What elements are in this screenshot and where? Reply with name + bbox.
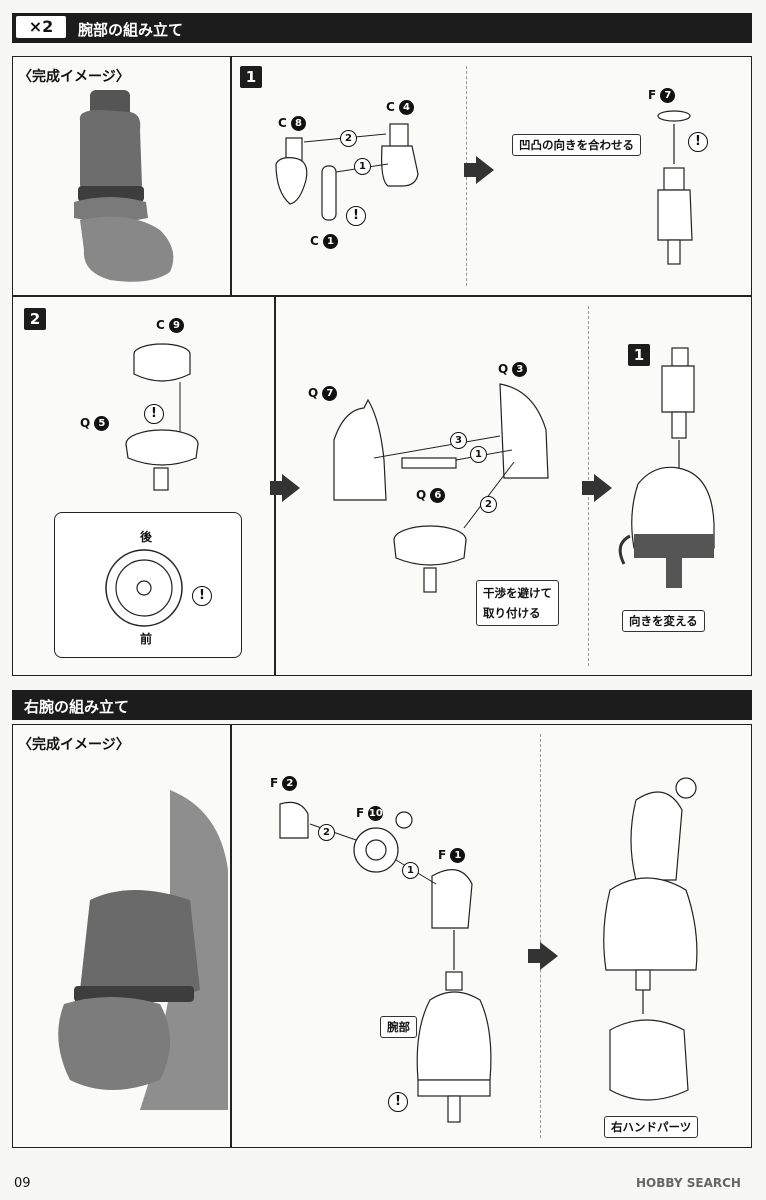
order-number: 1 [470, 446, 487, 463]
part-letter: C [156, 318, 165, 332]
arm-assembly-diagram [416, 930, 492, 1123]
assembly-order-2: 2 [340, 130, 357, 147]
hand-part-label: 右ハンドパーツ [604, 1116, 699, 1138]
next-arrow-icon [528, 942, 558, 970]
part-number: 7 [322, 386, 338, 401]
order-number: 1 [402, 862, 419, 879]
assembly-order-1: 1 [354, 158, 371, 175]
step1-parts-diagram [275, 123, 419, 221]
completed-image-label: 〈完成イメージ〉 [18, 69, 130, 85]
col-divider [230, 56, 232, 296]
detail-topview-diagram [105, 549, 183, 627]
step-number-2: 2 [24, 308, 46, 330]
part-number: 1 [450, 848, 466, 863]
completed-arm-image [74, 90, 174, 282]
part-label-f7: F 7 [648, 88, 676, 103]
part-number: 6 [430, 488, 446, 503]
section-title: 腕部の組み立て [78, 21, 184, 39]
part-number: 9 [169, 318, 184, 333]
part-number: 4 [399, 100, 414, 115]
order-number: 2 [340, 130, 357, 147]
step2-base-diagram [125, 343, 199, 491]
part-number: 7 [660, 88, 676, 103]
alignment-note: 凹凸の向きを合わせる [512, 134, 641, 156]
direction-note: 向きを変える [622, 610, 705, 632]
count-badge: ×2 [16, 16, 66, 38]
assembly-order-1: 1 [470, 446, 487, 463]
part-number: 2 [282, 776, 298, 791]
next-arrow-icon [270, 474, 300, 502]
part-label-f10: F 10 [356, 806, 384, 821]
part-letter: Q [416, 488, 427, 502]
part-number: 1 [323, 234, 338, 249]
part-label-c4: C 4 [386, 100, 414, 115]
label-front: 前 [140, 632, 153, 646]
order-number: 2 [480, 496, 497, 513]
step-reference-1: 1 [628, 344, 650, 366]
order-number: 3 [450, 432, 467, 449]
arm-label: 腕部 [380, 1016, 417, 1038]
part-label-q5: Q 5 [80, 416, 110, 431]
right-arm-result-diagram [603, 777, 698, 1101]
assembly-order-2: 2 [480, 496, 497, 513]
section-header-arm: ×2 腕部の組み立て [12, 13, 752, 43]
part-letter: F [438, 848, 447, 862]
step2-result-diagram [618, 347, 715, 588]
part-label-f1: F 1 [438, 848, 466, 863]
order-number: 1 [354, 158, 371, 175]
part-letter: Q [80, 416, 91, 430]
caution-icon: ! [346, 206, 366, 226]
page-number: 09 [14, 1176, 31, 1191]
label-back: 後 [140, 530, 153, 544]
col-divider [230, 724, 232, 1148]
step1-result-diagram [657, 110, 693, 265]
part-label-f2: F 2 [270, 776, 298, 791]
caution-icon: ! [688, 132, 708, 152]
completed-image-label: 〈完成イメージ〉 [18, 737, 130, 753]
part-label-c9: C 9 [156, 318, 184, 333]
section-header-right-arm: 右腕の組み立て [12, 690, 752, 720]
part-letter: C [310, 234, 319, 248]
completed-right-arm-image [58, 790, 228, 1110]
part-number: 8 [291, 116, 306, 131]
watermark: HOBBY SEARCH [636, 1176, 741, 1190]
part-label-q6: Q 6 [416, 488, 446, 503]
part-number: 3 [512, 362, 528, 377]
right-arm-parts-diagram [279, 801, 473, 929]
part-label-q3: Q 3 [498, 362, 528, 377]
step-number-1: 1 [240, 66, 262, 88]
interference-note: 干渉を避けて 取り付ける [476, 580, 559, 626]
step2-shells-diagram [333, 383, 549, 593]
part-label-c8: C 8 [278, 116, 306, 131]
part-letter: C [278, 116, 287, 130]
caution-icon: ! [144, 404, 164, 424]
part-label-q7: Q 7 [308, 386, 338, 401]
part-letter: C [386, 100, 395, 114]
part-letter: F [270, 776, 279, 790]
caution-icon: ! [192, 586, 212, 606]
next-arrow-icon [582, 474, 612, 502]
part-letter: Q [308, 386, 319, 400]
next-arrow-icon [464, 156, 494, 184]
assembly-order-1: 1 [402, 862, 419, 879]
section-title: 右腕の組み立て [24, 698, 130, 716]
part-label-c1: C 1 [310, 234, 338, 249]
dashed-divider [540, 734, 541, 1138]
order-number: 2 [318, 824, 335, 841]
part-letter: F [356, 806, 365, 820]
part-letter: F [648, 88, 657, 102]
part-number: 5 [94, 416, 110, 431]
assembly-order-3: 3 [450, 432, 467, 449]
assembly-order-2: 2 [318, 824, 335, 841]
caution-icon: ! [388, 1092, 408, 1112]
part-letter: Q [498, 362, 509, 376]
row-divider [12, 295, 752, 297]
part-number: 10 [368, 806, 384, 821]
